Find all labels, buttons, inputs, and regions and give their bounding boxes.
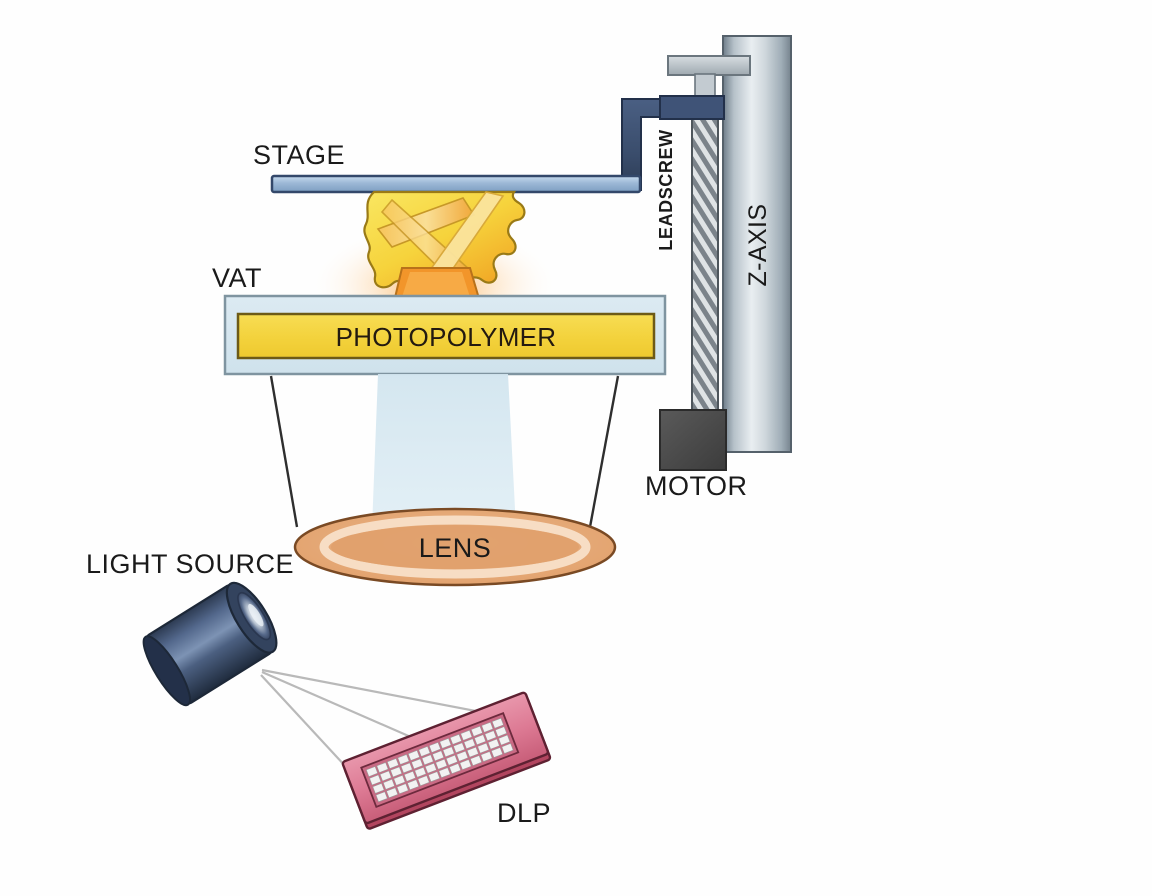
- dlp-mirror-cell: [494, 726, 508, 738]
- dlp-mirror-cell: [386, 758, 400, 769]
- projection-beam: [372, 374, 516, 528]
- dlp-mirror-cell: [424, 762, 437, 774]
- dlp-mirror-cell: [449, 733, 462, 745]
- dlp-mirror-cell: [411, 758, 424, 770]
- dlp-mirror-cell: [407, 750, 421, 761]
- dlp-mirror-cell: [445, 754, 458, 766]
- dlp-mirror-cell: [428, 771, 441, 783]
- dlp-mirror-cell: [463, 738, 476, 750]
- dlp-mirror-cell: [469, 755, 483, 766]
- motor-label: MOTOR: [645, 471, 748, 501]
- leadscrew-assembly: LEADSCREW: [656, 55, 751, 419]
- photopolymer-label: PHOTOPOLYMER: [336, 322, 557, 352]
- dlp-mirror-cell: [473, 734, 487, 746]
- dlp-mirror-cell: [435, 758, 448, 770]
- dlp-mirror-cell: [448, 763, 462, 775]
- leadscrew-top-support: [667, 55, 751, 76]
- cone-line-right: [588, 375, 620, 528]
- dlp-mirror-cell: [501, 743, 514, 754]
- stage-label: STAGE: [253, 140, 345, 170]
- dlp-mirror-cell: [400, 762, 413, 774]
- dlp-mirror-cell: [379, 770, 392, 782]
- motor-assembly: MOTOR: [645, 409, 748, 501]
- dlp-mirror-cell: [393, 774, 406, 786]
- dlp-mirror-cell: [490, 747, 504, 758]
- leadscrew-rod: [691, 99, 719, 419]
- dlp-mirror-cell: [487, 738, 500, 750]
- dlp-mirror-cell: [390, 766, 403, 778]
- part-base-inner: [402, 272, 470, 297]
- dlp-mirror-cell: [439, 737, 452, 749]
- dlp-mirror-cell: [477, 742, 490, 754]
- dlp-mirror-cell: [369, 774, 382, 786]
- dlp-label: DLP: [497, 798, 551, 828]
- dlp-mirror-cell: [403, 770, 416, 782]
- dlp-mirror-cell: [460, 729, 473, 741]
- dlp-assembly: [341, 691, 552, 830]
- dlp-mirror-cell: [438, 767, 451, 779]
- dlp-mirror-cell: [397, 754, 410, 765]
- light-source-assembly: [142, 581, 278, 707]
- dlp-mirror-cell: [386, 787, 399, 799]
- motor-body: [659, 409, 727, 471]
- photopolymer-resin: [236, 312, 656, 360]
- dlp-mirror-cell: [453, 742, 466, 754]
- dlp-mirror-cell: [442, 746, 455, 758]
- lens-inner: [331, 525, 579, 569]
- light-source-emitter: [248, 603, 264, 627]
- dlp-mirror-cell: [376, 762, 389, 773]
- dlp-mirror-cell: [470, 725, 483, 737]
- z-axis-label: Z-AXIS: [744, 204, 772, 287]
- leadscrew-label: LEADSCREW: [656, 129, 676, 250]
- lens-assembly: LENS: [293, 507, 617, 587]
- dlp-mirror-cell: [428, 741, 441, 753]
- dlp-mirror-cell: [484, 730, 497, 742]
- dlp-mirror-cell: [459, 759, 472, 771]
- light-source-label: LIGHT SOURCE: [86, 549, 294, 579]
- dlp-mirror-cell: [414, 766, 427, 778]
- dlp-mirror-cell: [375, 791, 388, 803]
- dlp-mirror-cell: [407, 779, 420, 791]
- stage-plate: [270, 174, 642, 194]
- dlp-mirror-cell: [466, 746, 479, 758]
- vat-assembly: PHOTOPOLYMER VAT: [212, 263, 667, 376]
- dlp-mirror-cell: [432, 750, 445, 762]
- dlp-mirror-cell: [382, 778, 396, 790]
- dlp-mirror-cell: [491, 717, 504, 729]
- cone-line-left: [269, 375, 299, 528]
- dlp-mirror-cell: [481, 721, 494, 733]
- dlp-mirror-cell: [421, 754, 434, 766]
- dlp-mirror-cell: [418, 745, 431, 757]
- leadscrew-nut-block: [659, 95, 725, 120]
- dlp-mirror-cell: [372, 782, 385, 794]
- dlp-mirror-cell: [396, 783, 409, 795]
- dlp-mirror-cell: [480, 751, 493, 762]
- dlp-mirror-cell: [365, 766, 379, 777]
- light-source-back: [142, 635, 191, 707]
- dlp-mirror-cell: [456, 750, 469, 762]
- z-axis-column: Z-AXIS: [722, 35, 792, 453]
- lens-ring: [319, 515, 591, 579]
- lens-label: LENS: [419, 533, 492, 563]
- dlp-mirror-cell: [498, 734, 511, 746]
- stage-assembly: STAGE: [253, 140, 642, 194]
- vat-label: VAT: [212, 263, 262, 293]
- dlp-mirror-cells: [365, 717, 514, 803]
- dlp-mirror-cell: [417, 775, 430, 787]
- printed-part: [363, 190, 526, 303]
